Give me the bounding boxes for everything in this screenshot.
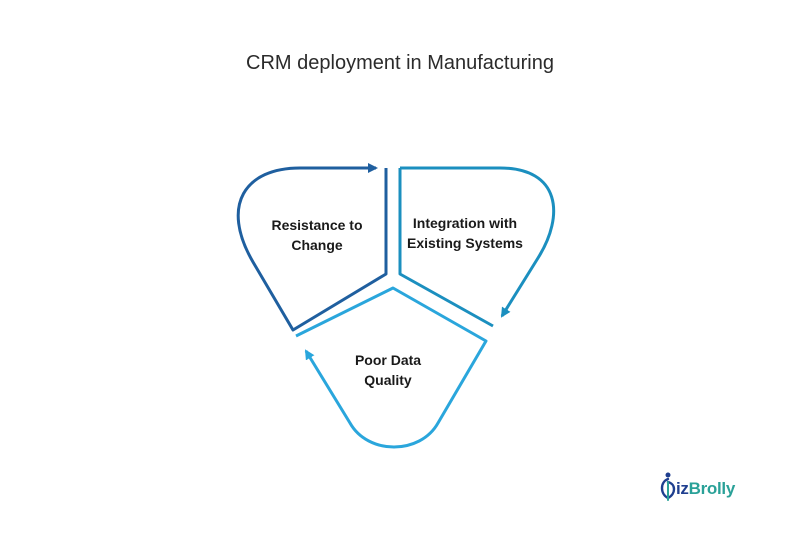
segment-resistance-to-change-shape — [236, 163, 388, 332]
page-title: CRM deployment in Manufacturing — [246, 52, 554, 74]
segment-label-resistance-to-change: Resistance to Change — [252, 215, 382, 255]
bizbrolly-logo: izBrolly — [656, 470, 756, 506]
logo-wordmark: izBrolly — [676, 479, 735, 499]
logo-text-part2: Brolly — [688, 479, 736, 498]
segment-label-line1: Resistance to — [271, 217, 363, 233]
bizbrolly-umbrella-icon — [660, 472, 676, 501]
segment-poor-data-quality-shape — [295, 286, 488, 449]
segment-label-line1: Integration with — [412, 215, 518, 231]
segment-label-line2: Quality — [364, 372, 412, 388]
logo-text-part1: iz — [676, 479, 689, 498]
segment-label-integration: Integration with Existing Systems — [400, 213, 530, 253]
segment-label-line2: Change — [291, 237, 343, 253]
segment-label-poor-data-quality: Poor Data Quality — [323, 350, 453, 390]
segment-label-line1: Poor Data — [354, 352, 422, 368]
segment-integration-shape — [398, 166, 556, 328]
segment-label-line2: Existing Systems — [407, 235, 523, 251]
